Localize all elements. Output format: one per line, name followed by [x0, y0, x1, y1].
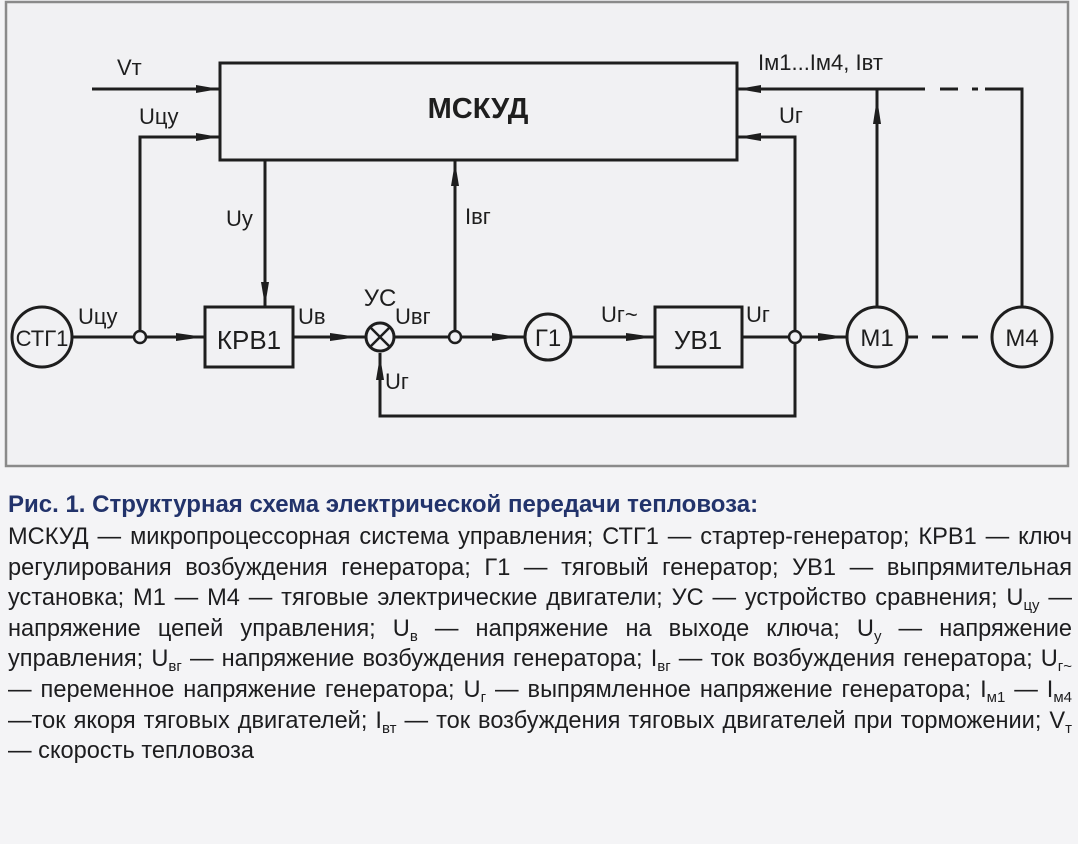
- mskud-label: МСКУД: [428, 93, 529, 125]
- junction-dot: [447, 329, 463, 345]
- caption-text: — переменное напряжение генератора;: [8, 676, 464, 703]
- g1-label: Г1: [535, 325, 561, 352]
- caption-text: — выпрямленное напряжение генератора;: [486, 676, 981, 703]
- g1-node: [523, 312, 573, 362]
- subscript: вт: [381, 719, 397, 737]
- ucu-branch-line: [138, 135, 220, 337]
- diagram-frame: [6, 2, 1068, 466]
- subscript: м4: [1053, 688, 1072, 706]
- junction-dot: [132, 329, 148, 345]
- arrow-icon: [376, 356, 384, 380]
- caption-text: — напряжение управления;: [8, 615, 1073, 673]
- m1-label: М1: [860, 325, 893, 352]
- figure-caption: Рис. 1. Структурная схема электрической …: [8, 490, 1072, 767]
- caption-title: Рис. 1. Структурная схема электрической …: [8, 491, 759, 518]
- mskud-block: [218, 61, 739, 162]
- arrow-icon: [626, 333, 654, 341]
- subscript: у: [873, 627, 882, 645]
- arrow-icon: [873, 98, 881, 124]
- us-label: УС: [364, 285, 397, 312]
- arrow-icon: [261, 282, 269, 306]
- symbol-u: U: [151, 646, 169, 673]
- caption-text: — напряжение на выходе ключа;: [417, 615, 857, 642]
- uy-label: Uу: [226, 206, 253, 231]
- uvg-label: Uвг: [395, 304, 431, 329]
- symbol-i: I: [650, 646, 658, 673]
- symbol-i: I: [1046, 676, 1054, 703]
- im-ivt-label: Iм1...Iм4, Iвт: [758, 50, 883, 75]
- m4-node: [990, 305, 1054, 369]
- ub-label: Uв: [298, 304, 326, 329]
- stg1-node: [10, 305, 74, 369]
- m4-feedback-line: [985, 87, 1024, 307]
- arrow-icon: [176, 333, 204, 341]
- arrow-icon: [330, 333, 358, 341]
- arrow-icon: [196, 85, 219, 93]
- comparator-cross-icon: [369, 326, 391, 348]
- caption-text: — напряжение возбуждения генератора;: [181, 646, 651, 673]
- symbol-i: I: [980, 676, 987, 703]
- ug-out-label: Uг: [746, 302, 770, 327]
- krv1-label: КРВ1: [217, 325, 281, 355]
- ucu-top-label: Uцу: [139, 104, 179, 129]
- m4-label: М4: [1005, 325, 1038, 352]
- arrow-icon: [738, 133, 761, 141]
- arrow-icon: [196, 133, 219, 141]
- ug-top-label: Uг: [779, 103, 803, 128]
- symbol-u: U: [856, 615, 874, 642]
- subscript: цу: [1023, 597, 1040, 615]
- junction-dot: [787, 329, 803, 345]
- arrow-icon: [738, 85, 761, 93]
- ug-feedback-label: Uг: [385, 369, 409, 394]
- symbol-u: U: [463, 676, 481, 703]
- symbol-v: V: [1049, 707, 1066, 734]
- stg1-label: СТГ1: [16, 326, 69, 351]
- caption-text: — ток возбуждения тяговых двигателей при…: [396, 707, 1050, 734]
- subscript: в: [409, 627, 418, 645]
- uv1-label: УВ1: [674, 325, 722, 355]
- caption-text: — ток возбуждения генератора;: [670, 646, 1041, 673]
- subscript: вг: [168, 658, 182, 676]
- subscript: г: [480, 688, 487, 706]
- subscript: м1: [986, 688, 1006, 706]
- symbol-u: U: [1040, 646, 1058, 673]
- m1-node: [845, 305, 909, 369]
- caption-body: МСКУД — микропроцессорная система управл…: [8, 522, 1072, 767]
- ucu-bottom-label: Uцу: [78, 304, 118, 329]
- ug-feedback-line: [378, 337, 797, 418]
- caption-text: —: [1005, 676, 1047, 703]
- vt-label: Vт: [117, 55, 142, 80]
- arrow-icon: [451, 162, 459, 186]
- symbol-u: U: [392, 615, 410, 642]
- subscript: вг: [657, 658, 671, 676]
- arrow-icon: [818, 333, 846, 341]
- subscript: т: [1065, 719, 1073, 737]
- subscript: г~: [1057, 658, 1073, 676]
- caption-text: — напряжение цепей управления;: [8, 585, 1072, 642]
- symbol-i: I: [375, 707, 382, 734]
- caption-text: МСКУД — микропроцессорная система управл…: [8, 524, 1072, 612]
- caption-text: — скорость тепловоза: [8, 738, 255, 765]
- ug-tilde-label: Uг~: [601, 302, 638, 327]
- arrow-icon: [492, 333, 518, 341]
- ivg-label: Iвг: [465, 204, 491, 229]
- symbol-u: U: [1006, 585, 1024, 612]
- block-diagram: МСКУД КРВ1 УВ1 СТГ1 Г1 М1 М4 УС Vт Uцу U…: [4, 0, 1070, 468]
- caption-text: —ток якоря тяговых двигателей;: [8, 707, 376, 734]
- frame-border: [4, 0, 1070, 468]
